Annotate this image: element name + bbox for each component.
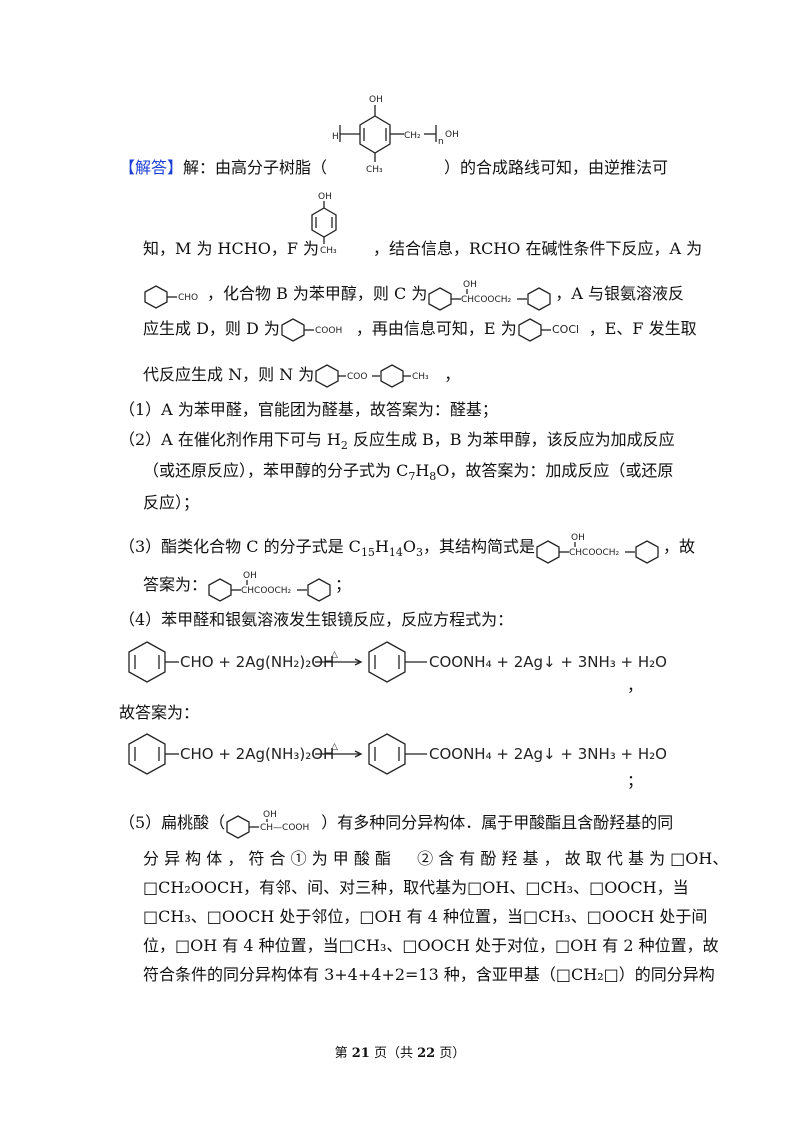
q2-l1-b: 反应生成 B，B 为苯甲醇，该反应为加成反应 [347, 430, 675, 449]
answer-line5-a: 代反应生成 N，则 N 为 [143, 365, 315, 384]
answer-line2-b: ，结合信息，RCHO 在碱性条件下反应，A 为 [373, 239, 703, 258]
q3-line-1: （3）酯类化合物 C 的分子式是 C15H14O3，其结构简式是 OH CHCO… [119, 532, 696, 564]
answer-line-5: 代反应生成 N，则 N 为 COO CH₃ ， [143, 360, 460, 390]
d-structure: COOH [281, 317, 342, 342]
answer-intro-line: 【解答】解：由高分子树脂（ ）的合成路线可知，由逆推法可 [119, 158, 668, 178]
n-ch3-label: CH₃ [412, 372, 429, 382]
q3-l1-m1: H [374, 537, 389, 556]
q3-l2-b: ； [335, 575, 352, 594]
q2-l1-sub: 2 [340, 439, 348, 453]
q2-l2-a: （或还原反应），苯甲醇的分子式为 C [143, 461, 409, 480]
page-footer: 第 21 页（共 22 页） [0, 1042, 800, 1061]
q5-line-5: 位，□OH 有 4 种位置，当□CH₃、□OOCH 处于对位，□OH 有 2 种… [143, 936, 719, 955]
footer-b: 页（共 [369, 1046, 418, 1061]
footer-page-number: 21 [351, 1046, 370, 1061]
mandelic-chain-label: CH—COOH [260, 823, 309, 833]
q5-line-1: （5）扁桃酸（ OH CH—COOH ）有多种同分异构体．属于甲酸酯且含酚羟基的… [119, 808, 674, 839]
q5-line-2: 分 异 构 体 ， 符 合 ① 为 甲 酸 酯 ② 含 有 酚 羟 基 ， 故 … [143, 849, 729, 868]
f-structure: OH CH₃ [311, 192, 337, 256]
e-structure: COCl [518, 317, 579, 342]
answer-line4-c: ，E、F 发生取 [588, 319, 697, 338]
q5-line-6: 符合条件的同分异构体有 3+4+4+2=13 种，含亚甲基（□CH₂□）的同分异… [143, 965, 715, 984]
q3-l1-m2: O [402, 537, 417, 556]
q3-l1-s2: 14 [388, 546, 403, 560]
q5-l1-b: ）有多种同分异构体．属于甲酸酯且含酚羟基的同 [321, 813, 674, 832]
answer-line4-b: ，再由信息可知，E 为 [355, 319, 517, 338]
resin-n-label: n [438, 137, 444, 147]
mandelic-oh-label: OH [263, 810, 277, 820]
mandelic-acid-structure: OH CH—COOH [226, 810, 309, 839]
q3-c2-chain-label: CHCOOCH₂ [241, 586, 292, 596]
resin-structure: OH H CH₂ n OH CH₃ [332, 95, 459, 175]
eq2-left-label: CHO + 2Ag(NH₃)₂OH [180, 745, 334, 763]
q4-equation-2: CHO + 2Ag(NH₃)₂OH △ COONH₄ + 2Ag↓ + 3NH₃… [128, 733, 667, 775]
answer-line4-a: 应生成 D，则 D 为 [143, 319, 280, 338]
q2-l2-s1: 7 [408, 470, 416, 484]
q3-l1-s3: 3 [416, 546, 424, 560]
q1-line: （1）A 为苯甲醛，官能团为醛基，故答案为：醛基； [119, 400, 498, 419]
resin-ch2-label: CH₂ [404, 131, 421, 141]
q3-l1-b: ，其结构简式是 [423, 537, 536, 556]
q5-line-3: □CH₂OOCH，有邻、间、对三种，取代基为□OH、□CH₃、□OOCH，当 [143, 878, 689, 897]
q3-l1-a: （3）酯类化合物 C 的分子式是 C [119, 537, 361, 556]
resin-oh2-label: OH [445, 130, 459, 140]
q4-line-2: 故答案为： [119, 703, 200, 722]
answer-line-2: 知，M 为 HCHO，F 为 ，结合信息，RCHO 在碱性条件下反应，A 为 [143, 239, 702, 259]
q3-l1-c: ，故 [663, 537, 696, 556]
footer-total-pages: 22 [417, 1046, 436, 1061]
resin-oh-label: OH [369, 95, 383, 105]
answer-line5-b: ， [444, 365, 461, 384]
q2-line-2: （或还原反应），苯甲醇的分子式为 C7H8O，故答案为：加成反应（或还原 [143, 461, 674, 484]
resin-ch3-label: CH₃ [366, 165, 383, 175]
a-structure: CHO [144, 284, 198, 309]
c-chain-label: CHCOOCH₂ [461, 295, 512, 305]
answer-intro-a: 解：由高分子树脂（ [183, 158, 328, 177]
e-cocl-label: COCl [552, 323, 579, 336]
n-structure: COO CH₃ [315, 363, 429, 388]
q3-c-structure-2: OH CHCOOCH₂ [208, 571, 331, 602]
q3-l1-s1: 15 [360, 546, 375, 560]
footer-c: 页） [435, 1046, 466, 1061]
f-oh-label: OH [318, 192, 332, 202]
resin-h-label: H [332, 132, 339, 142]
answer-line-4: 应生成 D，则 D 为 COOH ，再由信息可知，E 为 COCl ，E、F 发… [143, 314, 697, 344]
answer-intro-b: ）的合成路线可知，由逆推法可 [444, 158, 669, 177]
d-cooh-label: COOH [315, 326, 342, 336]
c-oh-label: OH [463, 280, 477, 290]
n-coo-label: COO [347, 372, 367, 382]
q3-line-2: 答案为： OH CHCOOCH₂ ； [143, 570, 352, 602]
q4-semicolon: ； [627, 771, 644, 790]
answer-line-3: CHO ，化合物 B 为苯甲醇，则 C 为 OH CHCOOCH₂ ，A 与银氨… [143, 279, 685, 311]
answer-line3-a: ，化合物 B 为苯甲醇，则 C 为 [207, 284, 428, 303]
q3-c-oh-label: OH [571, 533, 585, 543]
q4-equation-1: CHO + 2Ag(NH₂)₂OH △ COONH₄ + 2Ag↓ + 3NH₃… [128, 641, 667, 683]
c-structure: OH CHCOOCH₂ [428, 280, 552, 311]
q4-line-1: （4）苯甲醛和银氨溶液发生银镜反应，反应方程式为： [119, 610, 514, 629]
eq1-delta: △ [331, 650, 338, 660]
q2-l2-m: H [415, 461, 430, 480]
f-ch3-label: CH₃ [320, 246, 337, 256]
eq1-left-label: CHO + 2Ag(NH₂)₂OH [180, 653, 334, 671]
q2-l2-s2: 8 [429, 470, 437, 484]
eq2-right-label: COONH₄ + 2Ag↓ + 3NH₃ + H₂O [429, 745, 667, 763]
answer-line3-b: ，A 与银氨溶液反 [555, 284, 685, 303]
q2-l1-a: （2）A 在催化剂作用下可与 H [119, 430, 341, 449]
q5-l1-a: （5）扁桃酸（ [119, 813, 226, 832]
q3-c-chain-label: CHCOOCH₂ [569, 548, 620, 558]
q3-l2-a: 答案为： [143, 575, 208, 594]
q4-comma: ， [627, 676, 644, 695]
a-cho-label: CHO [178, 293, 198, 303]
q5-line-4: □CH₃、□OOCH 处于邻位，□OH 有 4 种位置，当□CH₃、□OOCH … [143, 907, 708, 926]
answer-label: 【解答】 [119, 158, 184, 177]
q2-l2-b: O，故答案为：加成反应（或还原 [436, 461, 674, 480]
q2-line-1: （2）A 在催化剂作用下可与 H2 反应生成 B，B 为苯甲醇，该反应为加成反应 [119, 430, 675, 453]
q3-c2-oh-label: OH [243, 571, 257, 581]
eq2-delta: △ [331, 742, 338, 752]
answer-line2-a: 知，M 为 HCHO，F 为 [143, 239, 320, 258]
eq1-right-label: COONH₄ + 2Ag↓ + 3NH₃ + H₂O [429, 653, 667, 671]
q2-line-3: 反应）； [143, 493, 200, 512]
q3-c-structure: OH CHCOOCH₂ [536, 533, 659, 564]
footer-a: 第 [334, 1046, 352, 1061]
